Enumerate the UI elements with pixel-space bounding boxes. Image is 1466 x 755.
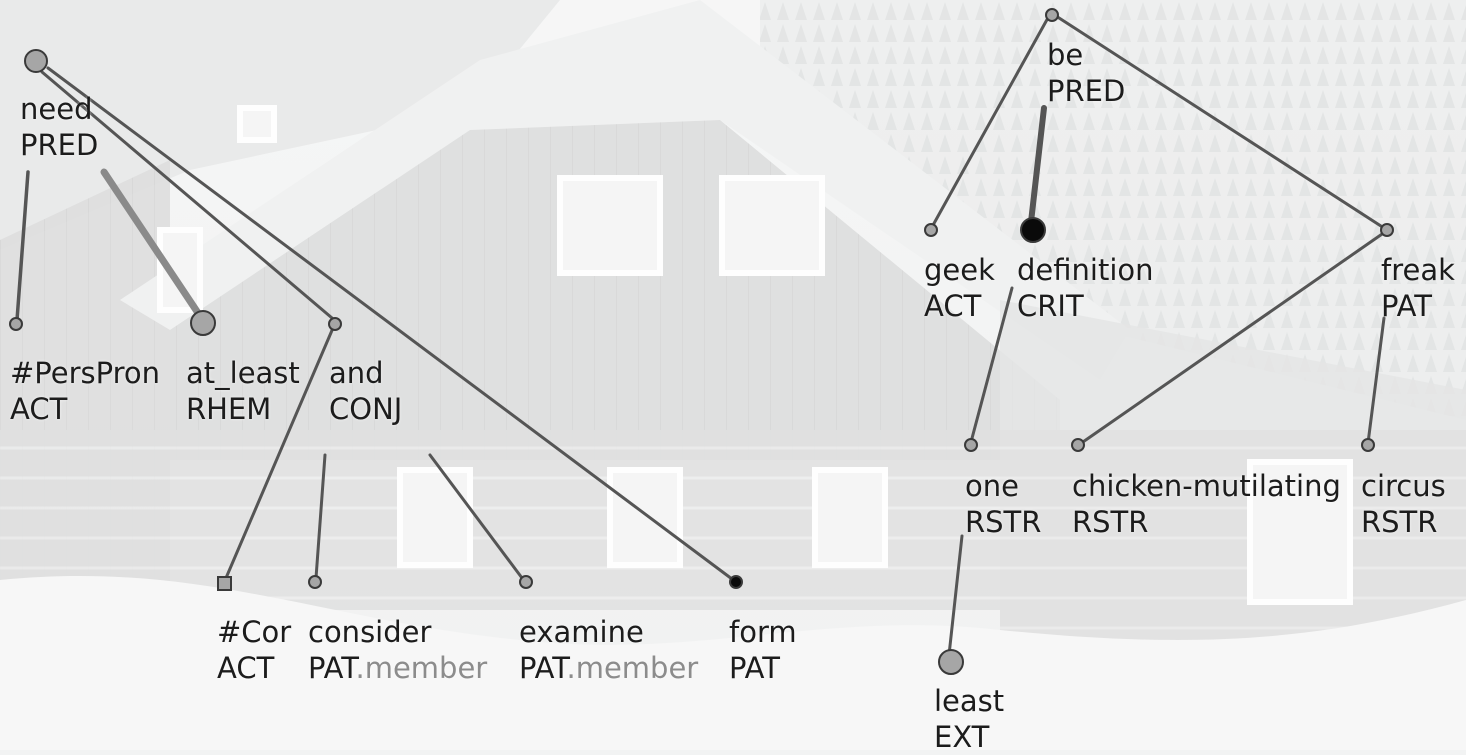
node-label-least: least EXT <box>934 683 1004 755</box>
edge-need-perspron <box>15 170 30 322</box>
node-label-definition: definition CRIT <box>1017 252 1154 324</box>
edge-need-at-least <box>100 168 202 317</box>
functor-cor: ACT <box>217 651 275 685</box>
functor-examine: PAT.member <box>519 651 699 685</box>
edge-one-least <box>947 534 964 657</box>
tree-2-edges <box>930 14 1387 657</box>
node-label-freak: freak PAT <box>1381 252 1455 324</box>
node-one <box>964 438 978 452</box>
edge-freak-circus <box>1366 316 1386 445</box>
lemma-need: need <box>20 92 93 126</box>
edge-need-form <box>46 66 734 581</box>
lemma-definition: definition <box>1017 253 1154 287</box>
node-form <box>729 575 743 589</box>
node-label-be: be PRED <box>1047 37 1125 109</box>
node-geek <box>924 223 938 237</box>
node-label-circus: circus RSTR <box>1361 468 1446 540</box>
node-circus <box>1361 438 1375 452</box>
functor-form: PAT <box>729 651 780 685</box>
tree-2-nodes <box>924 8 1394 675</box>
node-cor <box>217 576 232 591</box>
edge-be-definition <box>1028 105 1047 225</box>
functor-freak: PAT <box>1381 289 1432 323</box>
node-consider <box>308 575 322 589</box>
node-label-form: form PAT <box>729 614 797 686</box>
node-label-consider: consider PAT.member <box>308 614 487 686</box>
node-label-chicken-mutilating: chicken-mutilating RSTR <box>1072 468 1341 540</box>
edge-be-freak <box>1054 14 1386 230</box>
edge-definition-one <box>969 286 1014 444</box>
node-label-and: and CONJ <box>329 355 402 427</box>
functor-geek: ACT <box>924 289 982 323</box>
functor-perspron: ACT <box>10 392 68 426</box>
tree-1-edges <box>15 66 734 581</box>
node-need <box>24 49 48 73</box>
node-label-examine: examine PAT.member <box>519 614 698 686</box>
edge-be-geek <box>930 14 1051 229</box>
edge-freak-chicken <box>1078 230 1387 446</box>
functor-least: EXT <box>934 720 990 754</box>
node-label-one: one RSTR <box>965 468 1041 540</box>
functor-and: CONJ <box>329 392 403 426</box>
lemma-examine: examine <box>519 615 644 649</box>
lemma-at-least: at_least <box>186 356 300 390</box>
functor-be: PRED <box>1047 74 1126 108</box>
lemma-cor: #Cor <box>217 615 292 649</box>
node-least <box>938 649 964 675</box>
lemma-form: form <box>729 615 797 649</box>
node-and <box>328 317 342 331</box>
node-label-at-least: at_least RHEM <box>186 355 300 427</box>
edge-and-examine <box>428 453 524 580</box>
lemma-one: one <box>965 469 1019 503</box>
node-chicken <box>1071 438 1085 452</box>
node-be <box>1045 8 1059 22</box>
functor-at-least: RHEM <box>186 392 272 426</box>
lemma-least: least <box>934 684 1005 718</box>
tree-1-nodes <box>9 49 743 591</box>
node-label-cor: #Cor ACT <box>217 614 291 686</box>
functor-circus: RSTR <box>1361 505 1438 539</box>
node-freak <box>1380 223 1394 237</box>
node-label-need: need PRED <box>20 91 98 163</box>
node-examine <box>519 575 533 589</box>
lemma-chicken-mutilating: chicken-mutilating <box>1072 469 1341 503</box>
lemma-freak: freak <box>1381 253 1455 287</box>
functor-need: PRED <box>20 128 99 162</box>
functor-definition: CRIT <box>1017 289 1084 323</box>
lemma-geek: geek <box>924 253 995 287</box>
functor-one: RSTR <box>965 505 1042 539</box>
lemma-be: be <box>1047 38 1084 72</box>
lemma-perspron: #PersPron <box>10 356 161 390</box>
functor-consider: PAT.member <box>308 651 488 685</box>
lemma-and: and <box>329 356 384 390</box>
node-label-geek: geek ACT <box>924 252 995 324</box>
lemma-circus: circus <box>1361 469 1446 503</box>
node-perspron <box>9 317 23 331</box>
edge-and-cor <box>224 326 335 580</box>
node-definition <box>1020 217 1046 243</box>
node-at-least <box>190 310 216 336</box>
edge-and-consider <box>314 453 327 580</box>
functor-chicken-mutilating: RSTR <box>1072 505 1149 539</box>
node-label-perspron: #PersPron ACT <box>10 355 160 427</box>
lemma-consider: consider <box>308 615 432 649</box>
edge-need-and <box>40 70 334 320</box>
